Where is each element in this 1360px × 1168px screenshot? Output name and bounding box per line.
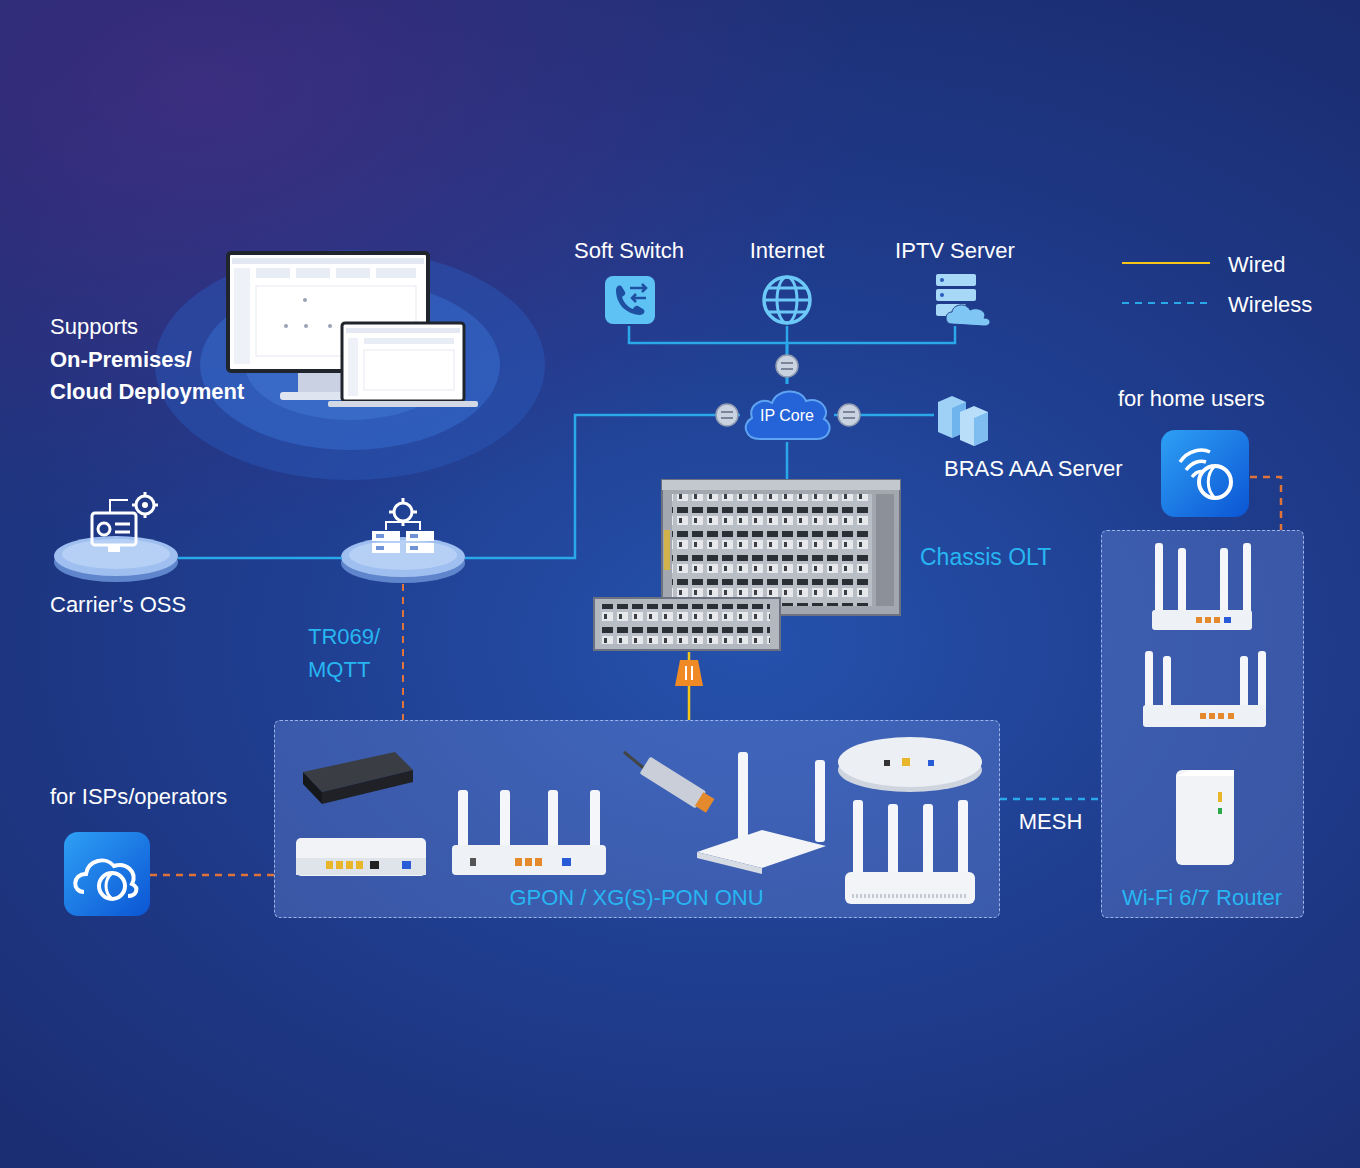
node-label: BRAS AAA Server [944, 456, 1123, 482]
connector-line [786, 326, 789, 384]
legend-label: Wired [1228, 252, 1285, 278]
connector-label: MESH [991, 809, 1111, 835]
app-icon-node: for home users [1118, 386, 1250, 518]
annotation-label: Supports [50, 314, 138, 340]
connector-line [688, 652, 691, 720]
group-box: GPON / XG(S)-PON ONU [274, 720, 1000, 918]
node-label: IP Core [740, 406, 834, 425]
node-label: IPTV Server [890, 238, 1020, 264]
connector-line [786, 442, 789, 480]
connector-line [834, 414, 934, 417]
annotation-label: TR069/ MQTT [308, 620, 386, 686]
icon-node: IPTV Server [894, 238, 1016, 326]
node-label: GPON / XG(S)-PON ONU [275, 885, 998, 911]
connector-line [150, 874, 274, 877]
connector-line [1000, 798, 1101, 801]
app-icon-node: for ISPs/operators [50, 784, 150, 918]
node-label: Soft Switch [560, 238, 698, 264]
server-node: BRAS AAA Server [934, 390, 1084, 485]
platform-node: Carrier’s OSS [48, 490, 198, 618]
olt-node: Chassis OLT [594, 480, 1064, 652]
icon-node: Internet [737, 238, 837, 326]
node-label: Carrier’s OSS [50, 592, 186, 618]
group-box: Wi-Fi 6/7 Router [1101, 530, 1304, 918]
node-label: for ISPs/operators [50, 784, 227, 810]
connector-line [787, 326, 955, 384]
node-label: Chassis OLT [920, 544, 1051, 572]
connector-line [629, 326, 787, 384]
node-label: Wi-Fi 6/7 Router [1102, 885, 1302, 911]
cloud-node: IP Core [740, 384, 834, 442]
legend-label: Wireless [1228, 292, 1312, 318]
icon-node: Soft Switch [560, 238, 698, 326]
node-label: for home users [1118, 386, 1265, 412]
node-label: Internet [737, 238, 837, 264]
connector-line [1250, 477, 1281, 530]
annotation-label: On-Premises/ Cloud Deployment [50, 344, 250, 408]
